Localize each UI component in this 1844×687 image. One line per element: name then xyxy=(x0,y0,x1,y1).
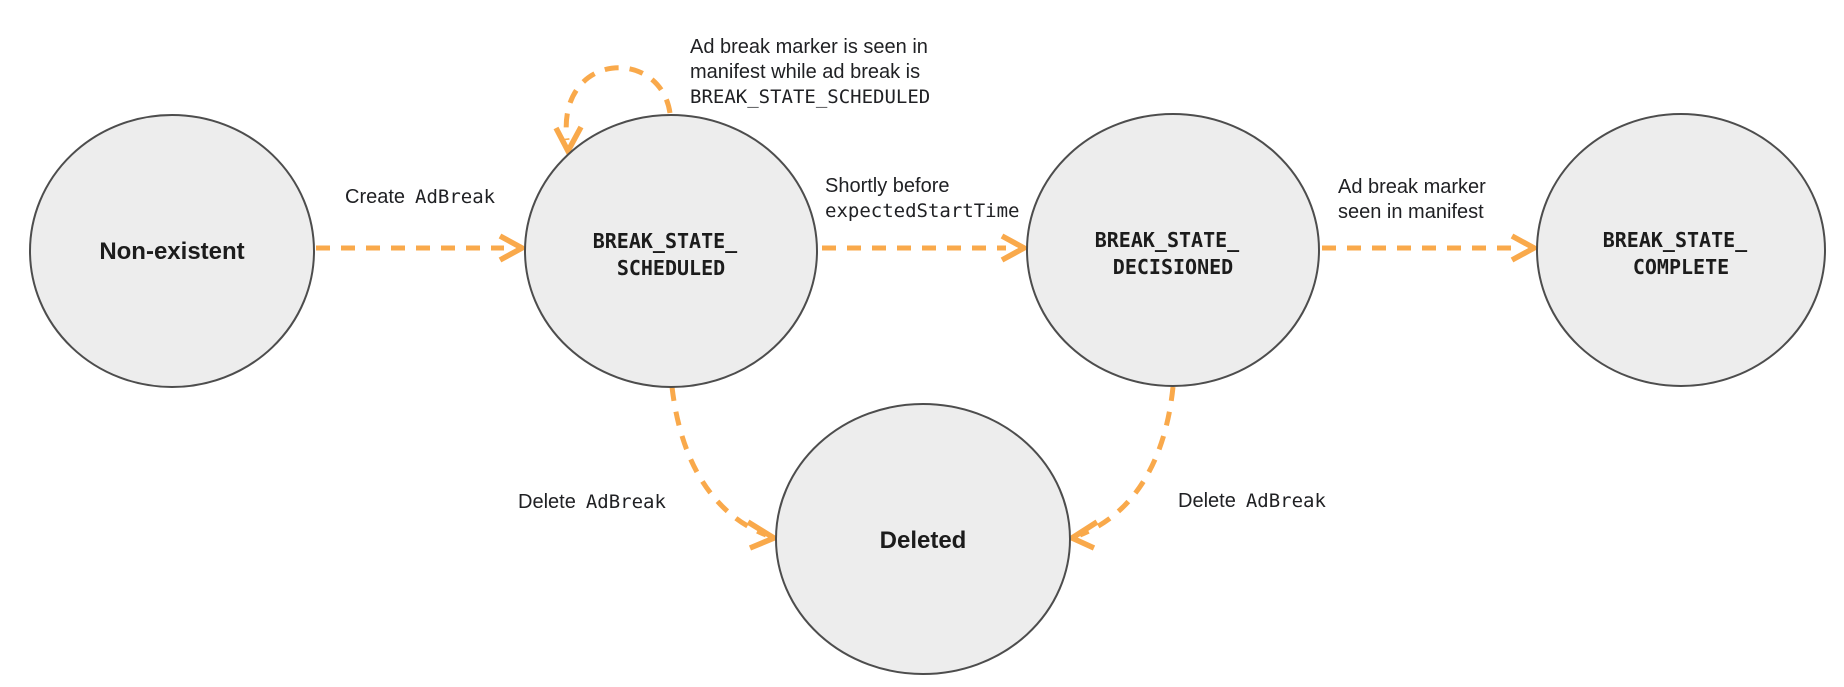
state-node-break-state-scheduled xyxy=(524,114,818,388)
create-arrowhead-icon xyxy=(498,233,528,263)
state-node-deleted xyxy=(775,403,1071,675)
transition-label-marker-seen: Ad break marker seen in manifest xyxy=(1338,176,1490,223)
transition-scheduled-to-deleted xyxy=(669,386,767,538)
transition-label-shortly-before: Shortly before expectedStartTime xyxy=(825,175,1019,222)
state-node-non-existent xyxy=(29,114,315,388)
state-label-non-existent: Non-existent xyxy=(99,238,244,265)
decisioned-arrowhead-icon xyxy=(1000,233,1030,263)
transition-decisioned-to-deleted xyxy=(1079,386,1176,538)
transition-self-loop-scheduled xyxy=(563,65,673,141)
state-label-break-state-complete: BREAK_STATE_ COMPLETE xyxy=(1603,228,1760,279)
state-node-break-state-complete xyxy=(1536,113,1826,387)
transition-label-delete-adbreak-right: Delete AdBreak xyxy=(1178,490,1326,512)
state-label-deleted: Deleted xyxy=(880,527,967,554)
complete-arrowhead-icon xyxy=(1510,233,1540,263)
transition-label-create-adbreak: Create AdBreak xyxy=(345,186,496,208)
deleted-left-arrowhead-icon xyxy=(746,519,781,551)
transition-label-delete-adbreak-left: Delete AdBreak xyxy=(518,491,666,513)
state-label-break-state-scheduled: BREAK_STATE_ SCHEDULED xyxy=(593,229,750,280)
state-node-break-state-decisioned xyxy=(1026,113,1320,387)
state-label-break-state-decisioned: BREAK_STATE_ DECISIONED xyxy=(1095,228,1252,279)
transition-label-self-loop: Ad break marker is seen in manifest whil… xyxy=(690,36,932,108)
deleted-right-arrowhead-icon xyxy=(1066,519,1099,551)
self-loop-arrowhead-icon xyxy=(553,125,584,157)
